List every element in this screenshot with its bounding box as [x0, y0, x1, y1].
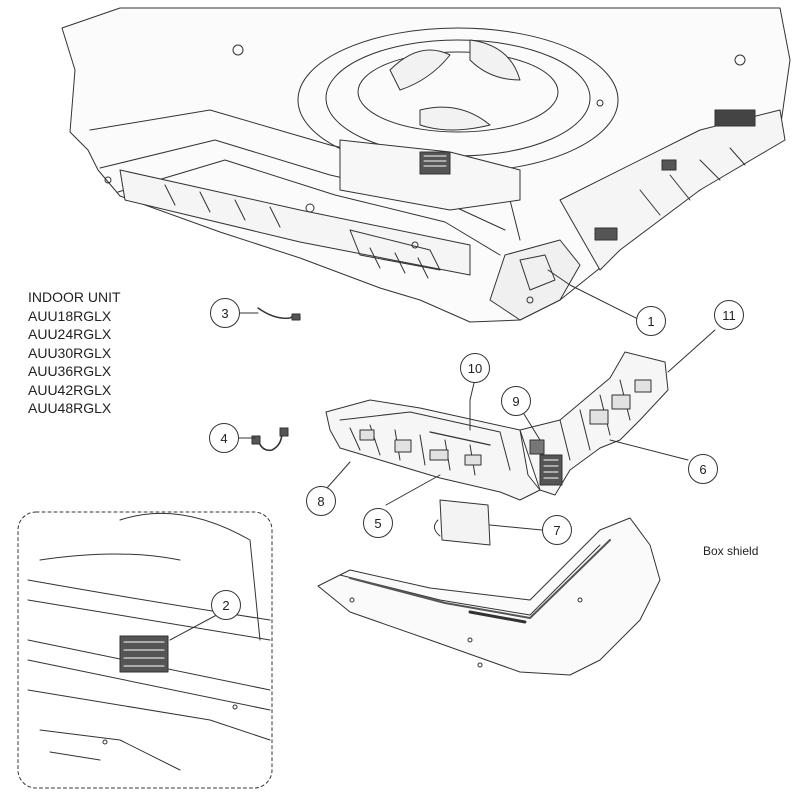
indoor-unit-heading: INDOOR UNIT — [28, 289, 121, 305]
indoor-unit-model-list: INDOOR UNIT AUU18RGLX AUU24RGLX AUU30RGL… — [28, 288, 121, 418]
leader-11 — [667, 329, 716, 373]
detail-inset — [17, 511, 273, 789]
box-shield-part — [317, 517, 661, 676]
leader-10 — [469, 382, 475, 431]
leader-9 — [523, 413, 541, 441]
leader-1 — [547, 269, 637, 319]
callout-5: 5 — [363, 508, 393, 538]
callout-6: 6 — [688, 454, 718, 484]
model-name: AUU36RGLX — [28, 363, 112, 379]
callout-11: 11 — [714, 300, 744, 330]
indoor-unit-chassis — [61, 7, 791, 323]
callout-2: 2 — [211, 590, 241, 620]
leader-5 — [385, 474, 441, 506]
model-name: AUU24RGLX — [28, 326, 112, 342]
callout-9: 9 — [501, 386, 531, 416]
model-name: AUU48RGLX — [28, 400, 112, 416]
callout-10: 10 — [460, 353, 490, 383]
leader-6 — [609, 439, 689, 461]
part-7-cover-plate — [434, 499, 491, 546]
model-name: AUU42RGLX — [28, 381, 112, 398]
callout-3: 3 — [210, 298, 240, 328]
callout-1: 1 — [636, 306, 666, 336]
leader-8 — [326, 461, 351, 489]
leader-7 — [489, 524, 543, 531]
callout-7: 7 — [542, 515, 572, 545]
part-4-wire-harness — [251, 427, 289, 452]
model-name: AUU30RGLX — [28, 344, 112, 361]
model-name: AUU18RGLX — [28, 307, 112, 324]
part-3-wire-harness — [257, 307, 301, 321]
box-shield-label: Box shield — [703, 544, 759, 558]
callout-4: 4 — [209, 423, 239, 453]
callout-8: 8 — [306, 486, 336, 516]
control-box-assembly — [325, 351, 669, 501]
